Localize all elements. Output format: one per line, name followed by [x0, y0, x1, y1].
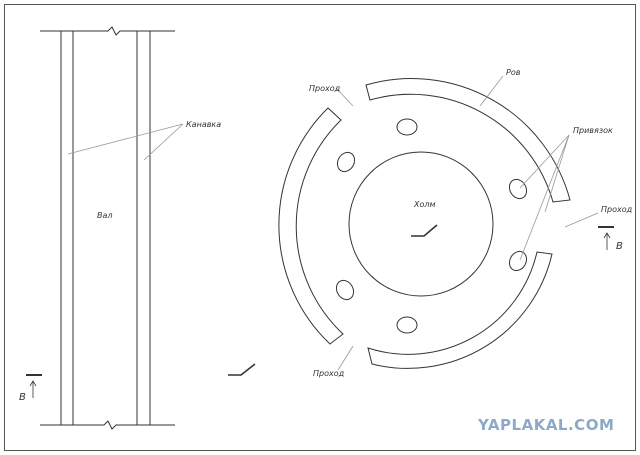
- hill-center-mark: [411, 224, 438, 237]
- post-hole-upper-right: [508, 178, 528, 200]
- bottom-break-line: [40, 420, 175, 430]
- fortification-plan: [278, 78, 571, 369]
- post-hole-lower-left: [335, 279, 355, 301]
- section-mark-right: [598, 226, 614, 250]
- post-hole-top: [396, 118, 418, 136]
- section-mark-left: [26, 374, 42, 398]
- section-mark-left-arrowhead: [29, 380, 37, 387]
- leader-proxod-top: [335, 87, 354, 107]
- sheet-frame: [4, 4, 636, 451]
- leader-proxod-bottom: [337, 345, 354, 371]
- moat-arc-lower-right: [367, 251, 553, 369]
- leader-rov: [479, 75, 504, 107]
- central-hill: [348, 151, 494, 297]
- leader-privyazok-3: [519, 134, 570, 261]
- leader-privyazok-1: [519, 134, 570, 189]
- leader-privyazok-2: [544, 134, 570, 213]
- rampart-plan: [40, 26, 175, 430]
- label-proxod-right: Проход: [601, 205, 633, 214]
- plan-leaders: [335, 75, 599, 371]
- cut-plane-mark: [228, 363, 256, 376]
- kanavka-leaders: [67, 123, 184, 161]
- label-val: Вал: [97, 211, 113, 220]
- section-mark-right-arrowhead: [603, 232, 611, 239]
- label-section-right: В: [616, 241, 623, 252]
- post-hole-bottom: [396, 316, 418, 334]
- label-proxod-bottom: Проход: [313, 369, 345, 378]
- watermark: YAPLAKAL.COM: [477, 416, 614, 434]
- kanavka-leader-right: [143, 123, 184, 161]
- moat-arc-upper-right: [365, 78, 571, 203]
- kanavka-leader-left: [67, 123, 184, 155]
- post-hole-lower-right: [508, 250, 528, 272]
- post-hole-upper-left: [336, 151, 356, 173]
- label-xolm: Холм: [413, 200, 436, 209]
- label-kanavka: Канавка: [186, 120, 221, 129]
- label-section-left: В: [19, 392, 26, 403]
- label-rov: Ров: [506, 68, 521, 77]
- label-proxod-top: Проход: [309, 84, 341, 93]
- top-break-line: [40, 26, 175, 36]
- moat-arc-left: [278, 107, 344, 345]
- label-privyazok: Привязок: [573, 126, 613, 135]
- leader-proxod-right: [564, 212, 599, 228]
